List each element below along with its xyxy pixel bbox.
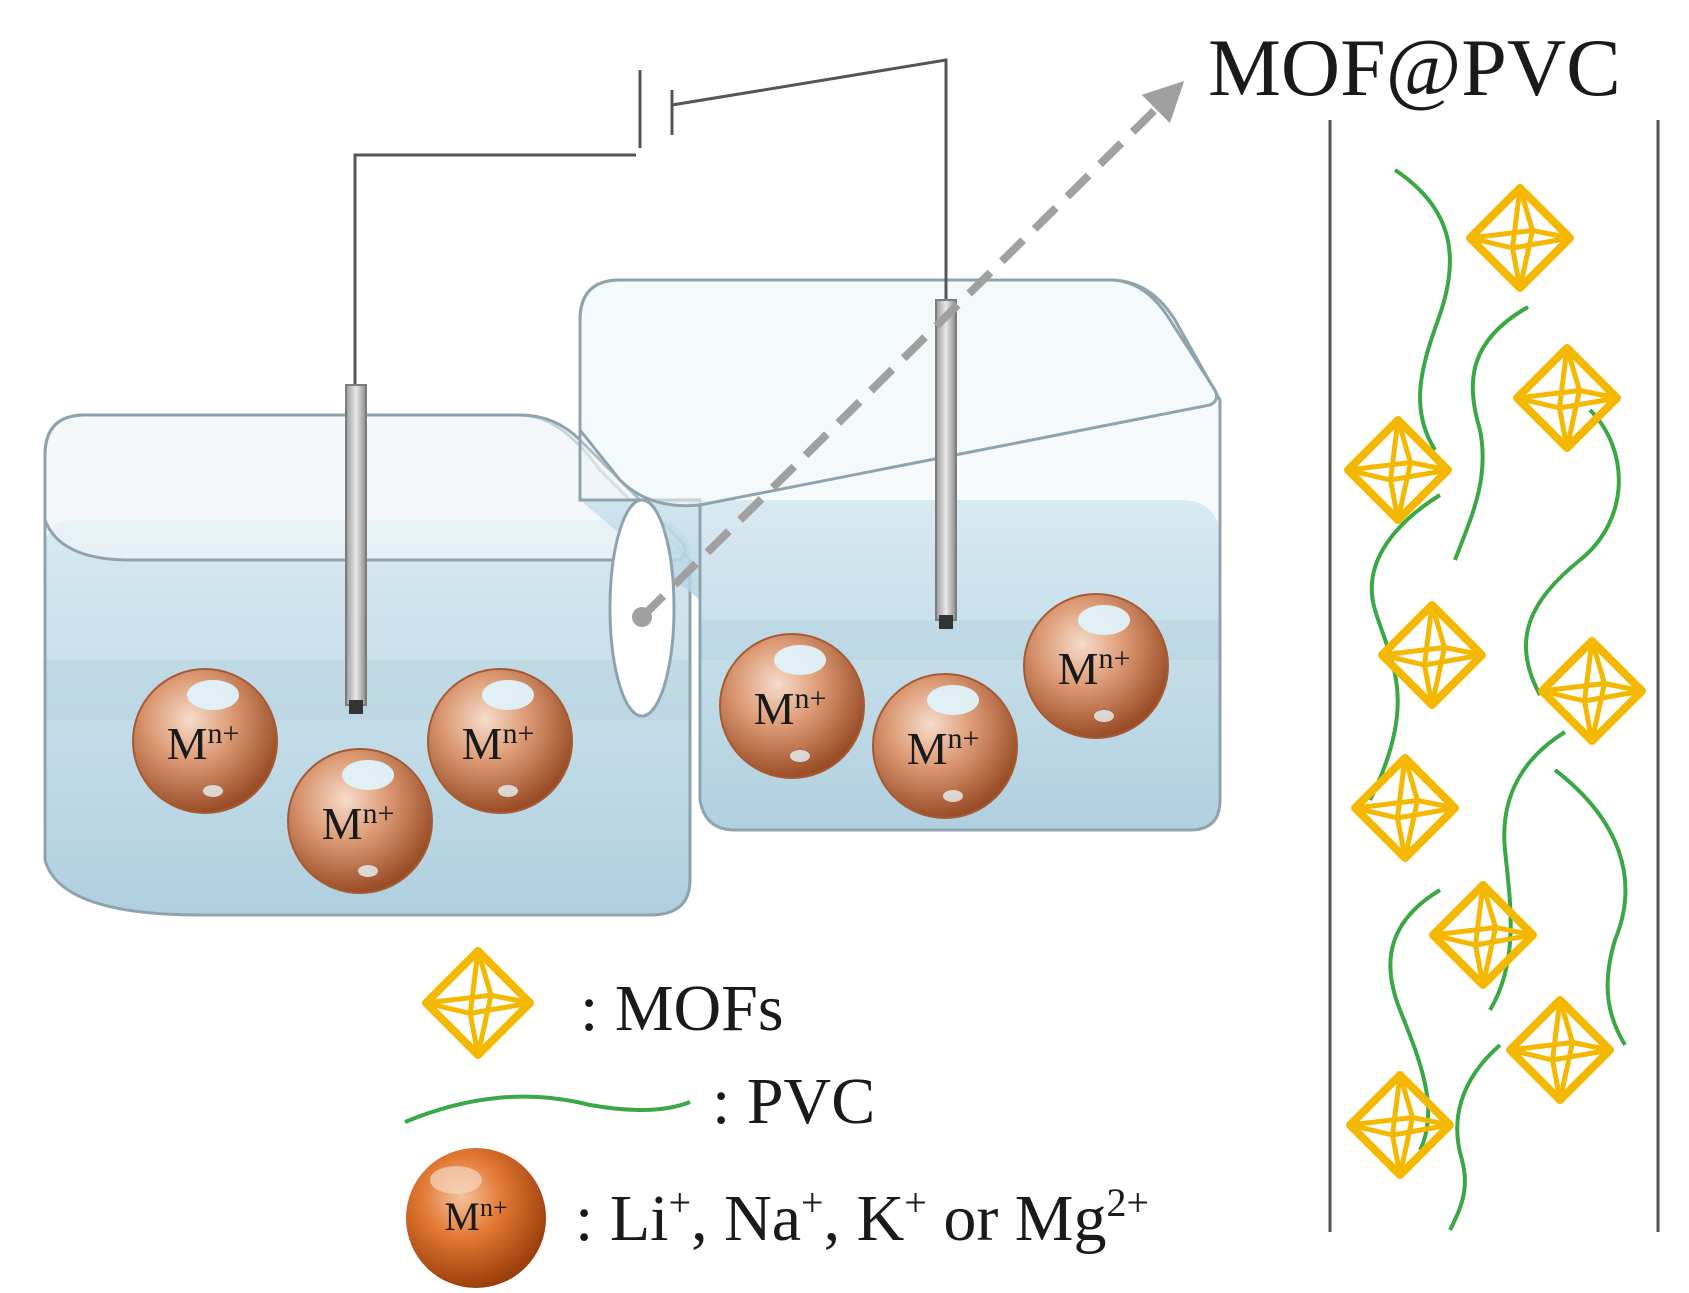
right-tank-rim xyxy=(578,278,1219,508)
legend-pvc-icon xyxy=(404,1094,691,1124)
pvc-chain xyxy=(1553,768,1628,1047)
ion-label: Mn+ xyxy=(167,717,240,769)
legend-ions-na: , Na xyxy=(691,1182,801,1255)
electrode-right xyxy=(935,299,957,629)
legend-ion-base: M xyxy=(444,1194,480,1239)
circuit-wire-left xyxy=(353,153,636,385)
legend-pvc-label: : PVC xyxy=(712,1065,875,1138)
circuit xyxy=(353,58,948,385)
mof-octahedron-icon xyxy=(1429,881,1537,989)
pvc-chain xyxy=(1453,305,1529,561)
legend-ions-li: : Li xyxy=(575,1182,669,1255)
ions-group: Mn+ Mn+ Mn+ Mn+ Mn+ Mn+ xyxy=(132,593,1169,894)
dashed-arrow xyxy=(632,80,1185,627)
ion-label: Mn+ xyxy=(322,797,395,849)
pvc-chain xyxy=(1368,493,1442,801)
pvc-chain xyxy=(1448,1043,1502,1231)
legend-ions-k-charge: + xyxy=(904,1180,927,1225)
ion-sphere: Mn+ xyxy=(872,673,1018,819)
ion-sphere: Mn+ xyxy=(427,668,573,814)
mof-crystals xyxy=(1344,184,1646,1179)
ion-sphere: Mn+ xyxy=(132,668,278,814)
ion-label: Mn+ xyxy=(1058,642,1131,694)
legend-ion-icon: Mn+ xyxy=(406,1148,546,1288)
mof-pvc-title: MOF@PVC xyxy=(1208,22,1621,113)
legend-mof-icon xyxy=(422,947,534,1059)
legend-ions-k: , K xyxy=(824,1182,905,1255)
legend: : MOFs : PVC Mn+ : Li+, Na+, K+ or Mg2+ xyxy=(404,947,1149,1288)
membrane-panel xyxy=(1328,120,1660,1232)
mof-octahedron-icon xyxy=(1378,601,1486,709)
ion-sphere: Mn+ xyxy=(287,748,433,894)
mof-octahedron-icon xyxy=(1346,1071,1454,1179)
pvc-chain xyxy=(1524,408,1621,696)
legend-ions-mg: or Mg xyxy=(927,1182,1107,1255)
ion-label: Mn+ xyxy=(754,682,827,734)
legend-ions-label: : Li+, Na+, K+ or Mg2+ xyxy=(575,1180,1149,1255)
ion-sphere: Mn+ xyxy=(719,633,865,779)
pvc-chain xyxy=(1393,168,1452,452)
legend-ion-charge: n+ xyxy=(480,1193,508,1222)
ion-sphere: Mn+ xyxy=(1023,593,1169,739)
electrode-left xyxy=(345,384,367,714)
mof-octahedron-icon xyxy=(1538,637,1646,745)
ion-label: Mn+ xyxy=(462,717,535,769)
pvc-chain xyxy=(1388,888,1442,1151)
legend-ions-mg-charge: 2+ xyxy=(1107,1180,1150,1225)
mof-octahedron-icon xyxy=(1506,996,1614,1104)
mof-octahedron-icon xyxy=(1351,754,1459,862)
legend-mofs-label: : MOFs xyxy=(580,972,784,1045)
mof-octahedron-icon xyxy=(1466,184,1574,292)
legend-ions-na-charge: + xyxy=(801,1180,824,1225)
mof-octahedron-icon xyxy=(1344,416,1452,524)
pvc-chains xyxy=(1368,168,1628,1231)
legend-ions-li-charge: + xyxy=(669,1180,692,1225)
mof-octahedron-icon xyxy=(422,947,534,1059)
svg-text:Mn+: Mn+ xyxy=(444,1193,507,1239)
circuit-wire-right xyxy=(671,58,948,300)
ion-label: Mn+ xyxy=(907,722,980,774)
mof-octahedron-icon xyxy=(1513,344,1621,452)
